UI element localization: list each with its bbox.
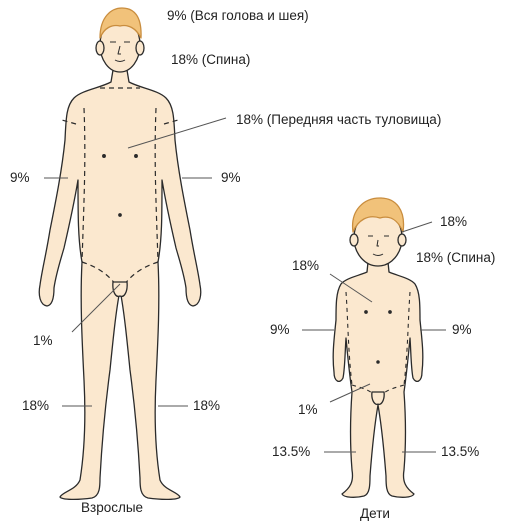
adult-ear-right xyxy=(136,41,144,55)
adult-head-label: 9% (Вся голова и шея) xyxy=(167,8,309,24)
adult-figure xyxy=(39,8,200,499)
child-right-leg-label: 13.5% xyxy=(441,444,479,460)
adult-left-leg-label: 18% xyxy=(22,398,49,414)
adult-right-arm-label: 9% xyxy=(221,170,241,186)
adult-groin-label: 1% xyxy=(33,333,53,349)
child-right-arm-label: 9% xyxy=(452,322,472,338)
child-head-label: 18% xyxy=(440,214,467,230)
child-left-arm-label: 9% xyxy=(270,322,290,338)
adult-caption: Взрослые xyxy=(81,500,143,516)
child-caption: Дети xyxy=(360,506,390,522)
child-groin-label: 1% xyxy=(298,402,318,418)
adult-right-leg-label: 18% xyxy=(193,398,220,414)
adult-front-label: 18% (Передняя часть туловища) xyxy=(236,112,441,128)
child-body xyxy=(333,262,423,497)
child-left-leg-label: 13.5% xyxy=(272,444,310,460)
adult-left-arm-label: 9% xyxy=(10,170,30,186)
child-back-label: 18% (Спина) xyxy=(416,250,495,266)
adult-ear-left xyxy=(96,41,104,55)
adult-back-label: 18% (Спина) xyxy=(171,52,250,68)
child-front-label: 18% xyxy=(292,258,319,274)
